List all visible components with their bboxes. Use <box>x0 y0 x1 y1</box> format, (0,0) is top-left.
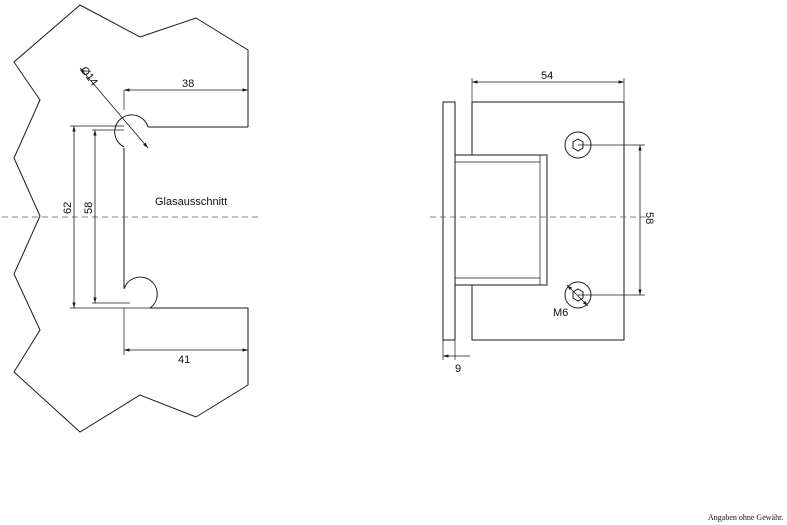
glass-cutout-view: Ø14 38 41 62 58 Glasausschnitt <box>2 4 262 433</box>
dim-58r-label: 58 <box>643 212 655 224</box>
dim-41-label: 41 <box>178 354 190 366</box>
dim-38-label: 38 <box>182 78 194 90</box>
glass-outline <box>13 4 249 433</box>
dim-58-label: 58 <box>83 202 95 214</box>
hinge-view: 54 58 M6 9 <box>430 70 655 375</box>
dim-9-label: 9 <box>455 363 461 375</box>
hinge-body <box>455 101 625 341</box>
base-plate <box>442 101 456 341</box>
hex-socket-top <box>572 138 584 152</box>
diameter-leader <box>79 67 149 149</box>
hinge-body-top <box>455 102 473 156</box>
diameter-label: Ø14 <box>78 64 100 88</box>
dim-54-label: 54 <box>541 70 553 82</box>
m6-leader <box>566 284 589 307</box>
cutout-label: Glasausschnitt <box>155 196 227 208</box>
m6-label: M6 <box>553 307 568 319</box>
hinge-barrel <box>454 154 548 286</box>
hole-bottom <box>123 276 158 309</box>
dim-62-label: 62 <box>62 202 74 214</box>
footer-note: Angaben ohne Gewähr. <box>708 513 783 522</box>
